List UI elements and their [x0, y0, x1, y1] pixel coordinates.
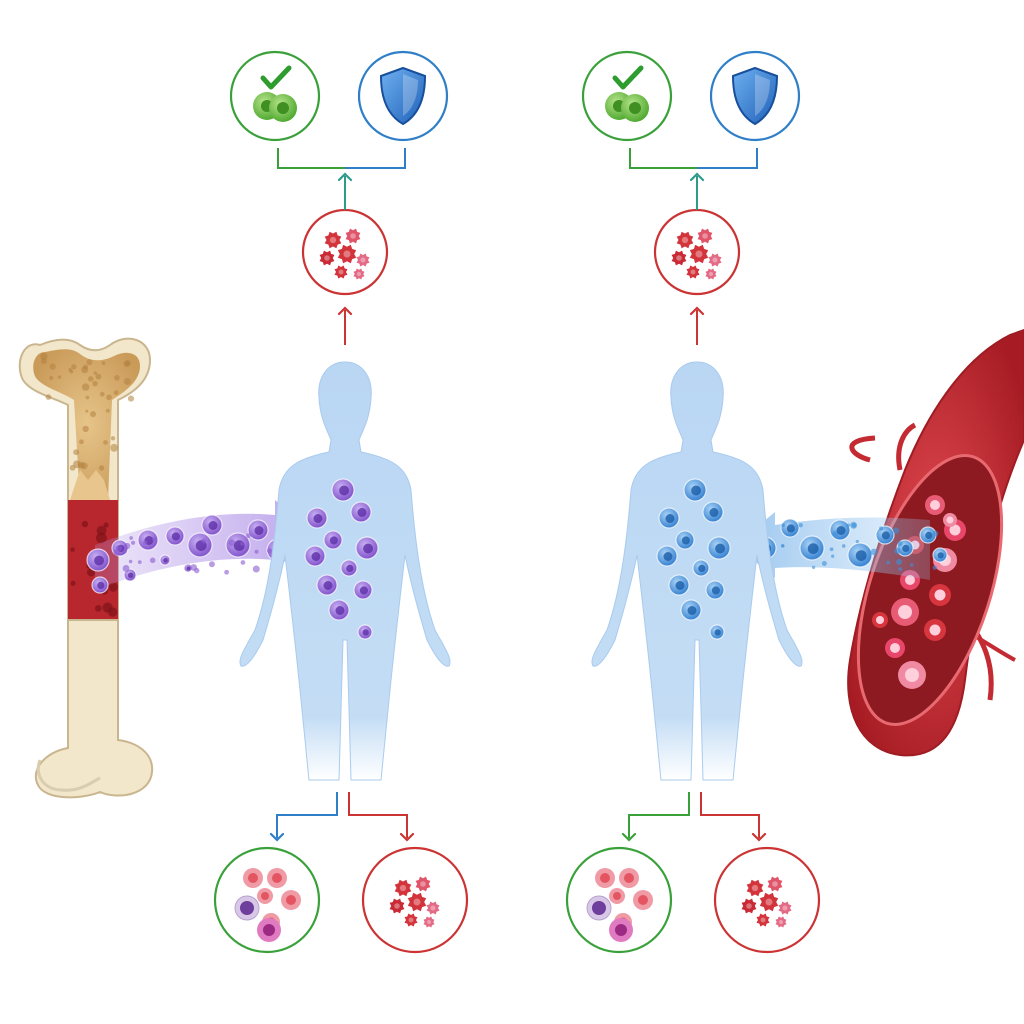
badge [303, 210, 387, 294]
bottom-split-arrows [271, 792, 413, 840]
badge [363, 848, 467, 952]
badge [715, 848, 819, 952]
badge [655, 210, 739, 294]
badge [583, 52, 671, 140]
top-bracket [630, 148, 757, 210]
badge [215, 848, 319, 952]
badge [231, 52, 319, 140]
badge [359, 52, 447, 140]
bottom-split-arrows [623, 792, 765, 840]
badge [711, 52, 799, 140]
upward-connector [339, 308, 351, 345]
panel-peripheral-blood-transplant [567, 52, 819, 952]
badge [567, 848, 671, 952]
upward-connector [691, 308, 703, 345]
panel-bone-marrow-transplant [215, 52, 467, 952]
top-bracket [278, 148, 405, 210]
